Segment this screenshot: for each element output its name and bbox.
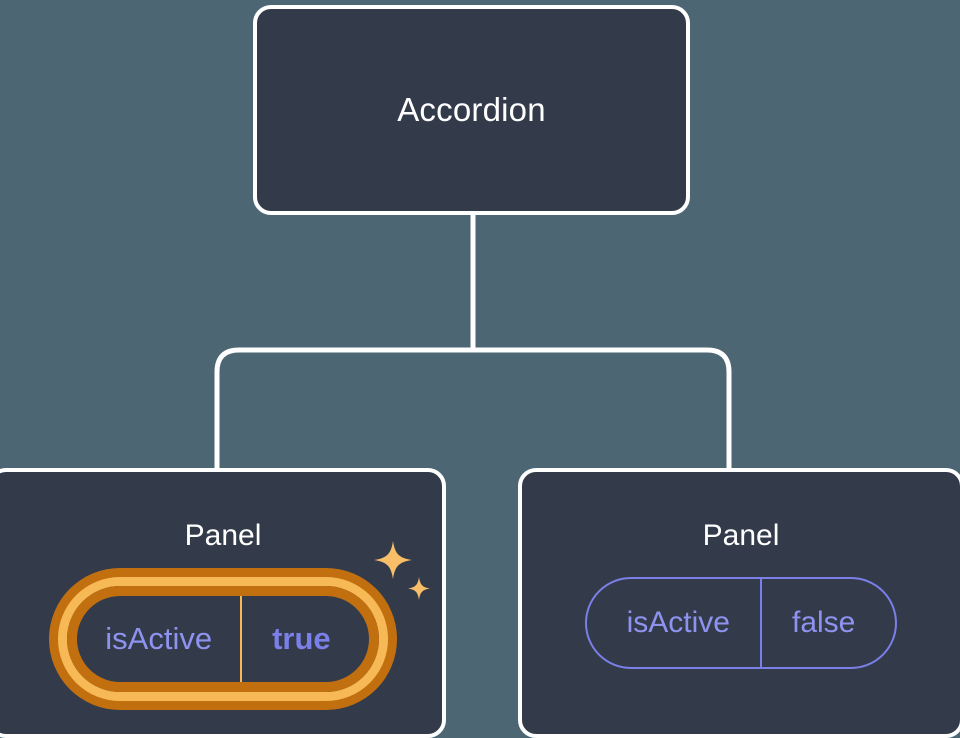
node-panel-0[interactable]: Panel isActive true	[0, 468, 446, 738]
node-accordion[interactable]: Accordion	[253, 5, 690, 215]
sparkle-large-icon	[373, 541, 412, 579]
node-title-panel-0: Panel	[184, 519, 262, 552]
prop-key-1: isActive	[626, 606, 730, 639]
prop-pill-wrap-0: isActive true	[58, 541, 430, 701]
sparkles-icon	[373, 541, 430, 600]
connector-branch	[214, 347, 732, 470]
prop-key-0: isActive	[105, 621, 213, 656]
node-title-accordion: Accordion	[397, 91, 546, 128]
prop-pill-0[interactable]: isActive true	[58, 577, 388, 701]
node-title-panel-1: Panel	[702, 519, 780, 552]
prop-pill-wrap-1: isActive false	[584, 577, 898, 669]
node-panel-1[interactable]: Panel isActive false	[518, 468, 960, 738]
sparkle-small-icon	[407, 577, 430, 600]
prop-value-0: true	[240, 586, 379, 692]
prop-pill-1[interactable]: isActive false	[584, 577, 898, 669]
prop-value-1: false	[759, 579, 895, 667]
